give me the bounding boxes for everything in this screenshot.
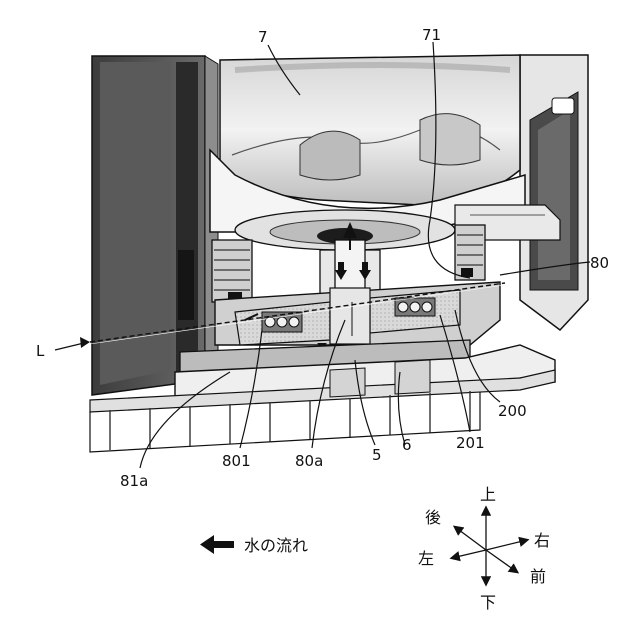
flow-legend-text: 水の流れ xyxy=(244,536,308,555)
label-ref-7: 7 xyxy=(258,28,268,46)
left-housing-wall xyxy=(92,56,218,395)
compass-up: 上 xyxy=(480,485,496,504)
label-ref-80a: 80a xyxy=(295,452,323,470)
label-ref-81a: 81a xyxy=(120,472,148,490)
compass-right: 右 xyxy=(534,531,550,550)
water-tank xyxy=(220,55,520,206)
direction-compass: 上 下 後 前 左 右 xyxy=(418,485,550,612)
flow-arrow-icon xyxy=(200,535,234,554)
compass-back: 後 xyxy=(425,508,441,527)
label-ref-801: 801 xyxy=(222,452,251,470)
compass-left: 左 xyxy=(418,549,434,568)
apparatus-drawing xyxy=(90,55,588,452)
label-ref-6: 6 xyxy=(402,436,412,454)
flow-legend: 水の流れ xyxy=(200,535,308,555)
compass-front: 前 xyxy=(530,567,546,586)
label-ref-201: 201 xyxy=(456,434,485,452)
compass-down: 下 xyxy=(480,593,496,612)
label-ref-200: 200 xyxy=(498,402,527,420)
label-ref-71: 71 xyxy=(422,26,441,44)
label-ref-80: 80 xyxy=(590,254,609,272)
label-ref-L: L xyxy=(36,342,45,360)
label-ref-5: 5 xyxy=(372,446,382,464)
compass-arrows-icon xyxy=(452,508,527,584)
right-housing-wall xyxy=(520,55,588,330)
